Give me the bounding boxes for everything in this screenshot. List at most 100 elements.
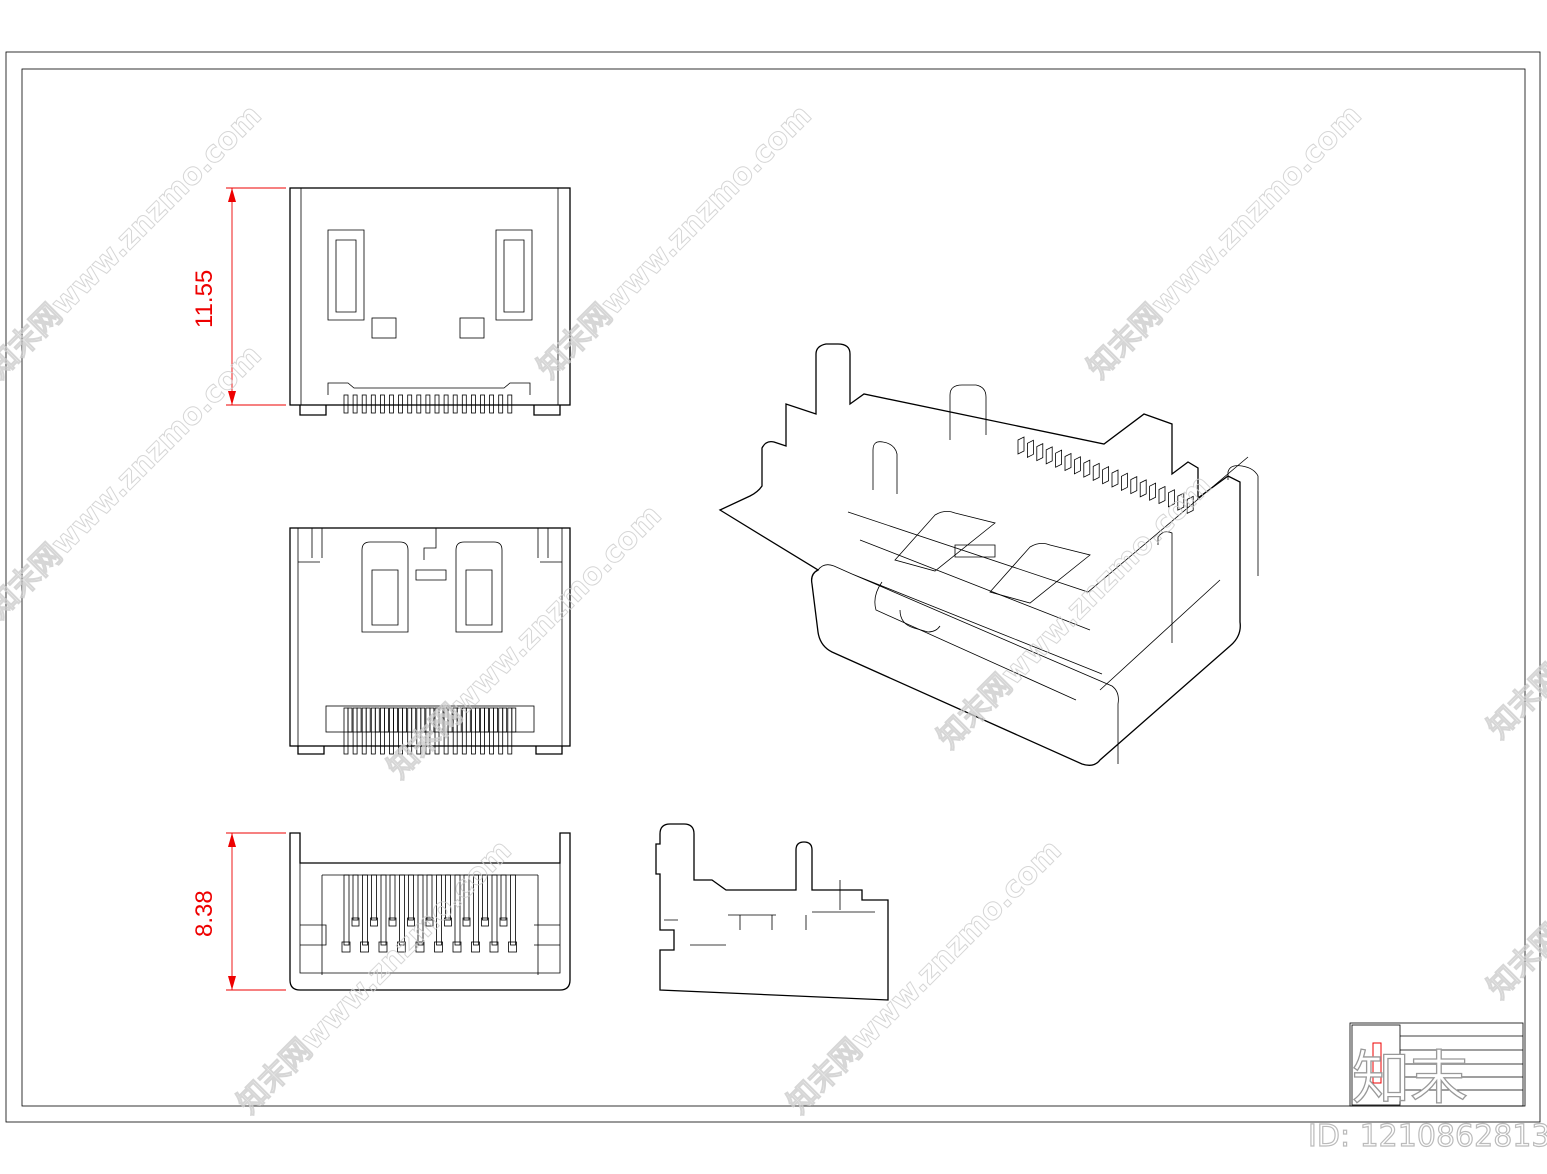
pin	[379, 707, 385, 755]
dimension-label: 11.55	[191, 270, 218, 328]
pin	[411, 707, 417, 733]
dimension-8-38: 8.38	[191, 832, 286, 991]
pin-foot	[434, 941, 443, 953]
pin	[510, 874, 516, 946]
pin	[491, 874, 498, 946]
pin	[480, 394, 485, 414]
id-label: ID: 1210862813	[1308, 1119, 1547, 1154]
pin-foot	[489, 941, 499, 953]
watermark-text: 知末网www.znzmo.com	[381, 498, 669, 786]
pin	[347, 707, 353, 733]
pin	[399, 874, 405, 946]
pin-foot	[508, 941, 517, 953]
watermark-text: 知末网www.znzmo.com	[931, 468, 1219, 756]
pin	[438, 707, 444, 733]
pin	[1177, 492, 1185, 511]
pin	[343, 394, 349, 414]
pin	[1092, 462, 1100, 482]
pin-foot	[444, 917, 452, 927]
dimension-label: 8.38	[191, 890, 218, 937]
pin-foot	[462, 917, 471, 927]
stamp	[1372, 1042, 1382, 1084]
pin	[380, 874, 387, 946]
pin	[389, 394, 394, 414]
pin	[474, 707, 480, 733]
watermark-text: 知末网www.znzmo.com	[531, 98, 819, 386]
pin	[480, 707, 485, 755]
pin	[420, 707, 426, 733]
pin	[436, 874, 442, 946]
pin-foot	[481, 917, 489, 927]
pin	[402, 707, 408, 733]
pin	[502, 707, 508, 733]
pin	[426, 874, 433, 921]
pin	[1027, 439, 1034, 458]
inner-border	[21, 68, 1526, 1107]
pin	[473, 874, 479, 946]
pin	[365, 707, 371, 733]
pin	[374, 707, 380, 733]
pin	[511, 707, 517, 733]
outer-border	[5, 51, 1541, 1123]
pin	[482, 874, 488, 921]
pin	[389, 707, 394, 755]
pin	[343, 707, 349, 755]
pin	[1121, 472, 1128, 491]
pin	[452, 394, 458, 414]
pin	[445, 874, 451, 921]
pin	[383, 707, 389, 733]
pin	[352, 874, 359, 921]
pin	[465, 707, 471, 733]
pin	[1186, 495, 1194, 515]
pin-foot	[415, 941, 425, 953]
isometric-view	[718, 343, 1259, 766]
pin	[417, 874, 424, 946]
pin	[1064, 452, 1072, 472]
pin-foot	[471, 941, 480, 953]
watermark-text: 知末网www.znzmo.com	[1081, 98, 1369, 386]
pin	[498, 707, 504, 755]
top-view	[289, 187, 571, 416]
pin	[1055, 449, 1062, 468]
pin-foot	[378, 941, 388, 953]
pin	[371, 874, 377, 921]
pin	[1111, 469, 1119, 488]
pin	[370, 394, 376, 414]
pin	[456, 707, 462, 733]
pin-foot	[407, 917, 415, 927]
pin	[429, 707, 435, 733]
pin	[1139, 479, 1147, 498]
pin-foot	[341, 941, 351, 953]
pin	[425, 394, 431, 414]
pin	[356, 707, 362, 733]
logo: 知末	[1352, 1044, 1468, 1112]
pin	[1168, 489, 1175, 508]
pin	[408, 874, 414, 921]
pin	[493, 707, 499, 733]
pin-foot	[452, 941, 462, 953]
pin	[379, 394, 385, 414]
pin	[1130, 475, 1138, 495]
pin-foot	[388, 917, 397, 927]
pin	[507, 394, 513, 414]
pin	[1149, 482, 1156, 501]
pin	[1017, 436, 1025, 455]
dimension-11-55: 11.55	[191, 187, 286, 406]
pin-foot	[499, 917, 508, 927]
pin	[407, 394, 413, 414]
pin-foot	[351, 917, 360, 927]
pin-foot	[425, 917, 434, 927]
pin	[362, 874, 368, 946]
pin	[454, 874, 461, 946]
pin	[463, 874, 470, 921]
watermark-text: 知末网www.znzmo.com	[1481, 458, 1547, 746]
pin	[489, 394, 495, 414]
pin	[1158, 485, 1166, 505]
pin	[1036, 442, 1044, 462]
pin	[393, 707, 398, 733]
pin	[398, 394, 404, 414]
pin	[361, 394, 367, 414]
pin	[389, 874, 396, 921]
pin	[484, 707, 489, 733]
